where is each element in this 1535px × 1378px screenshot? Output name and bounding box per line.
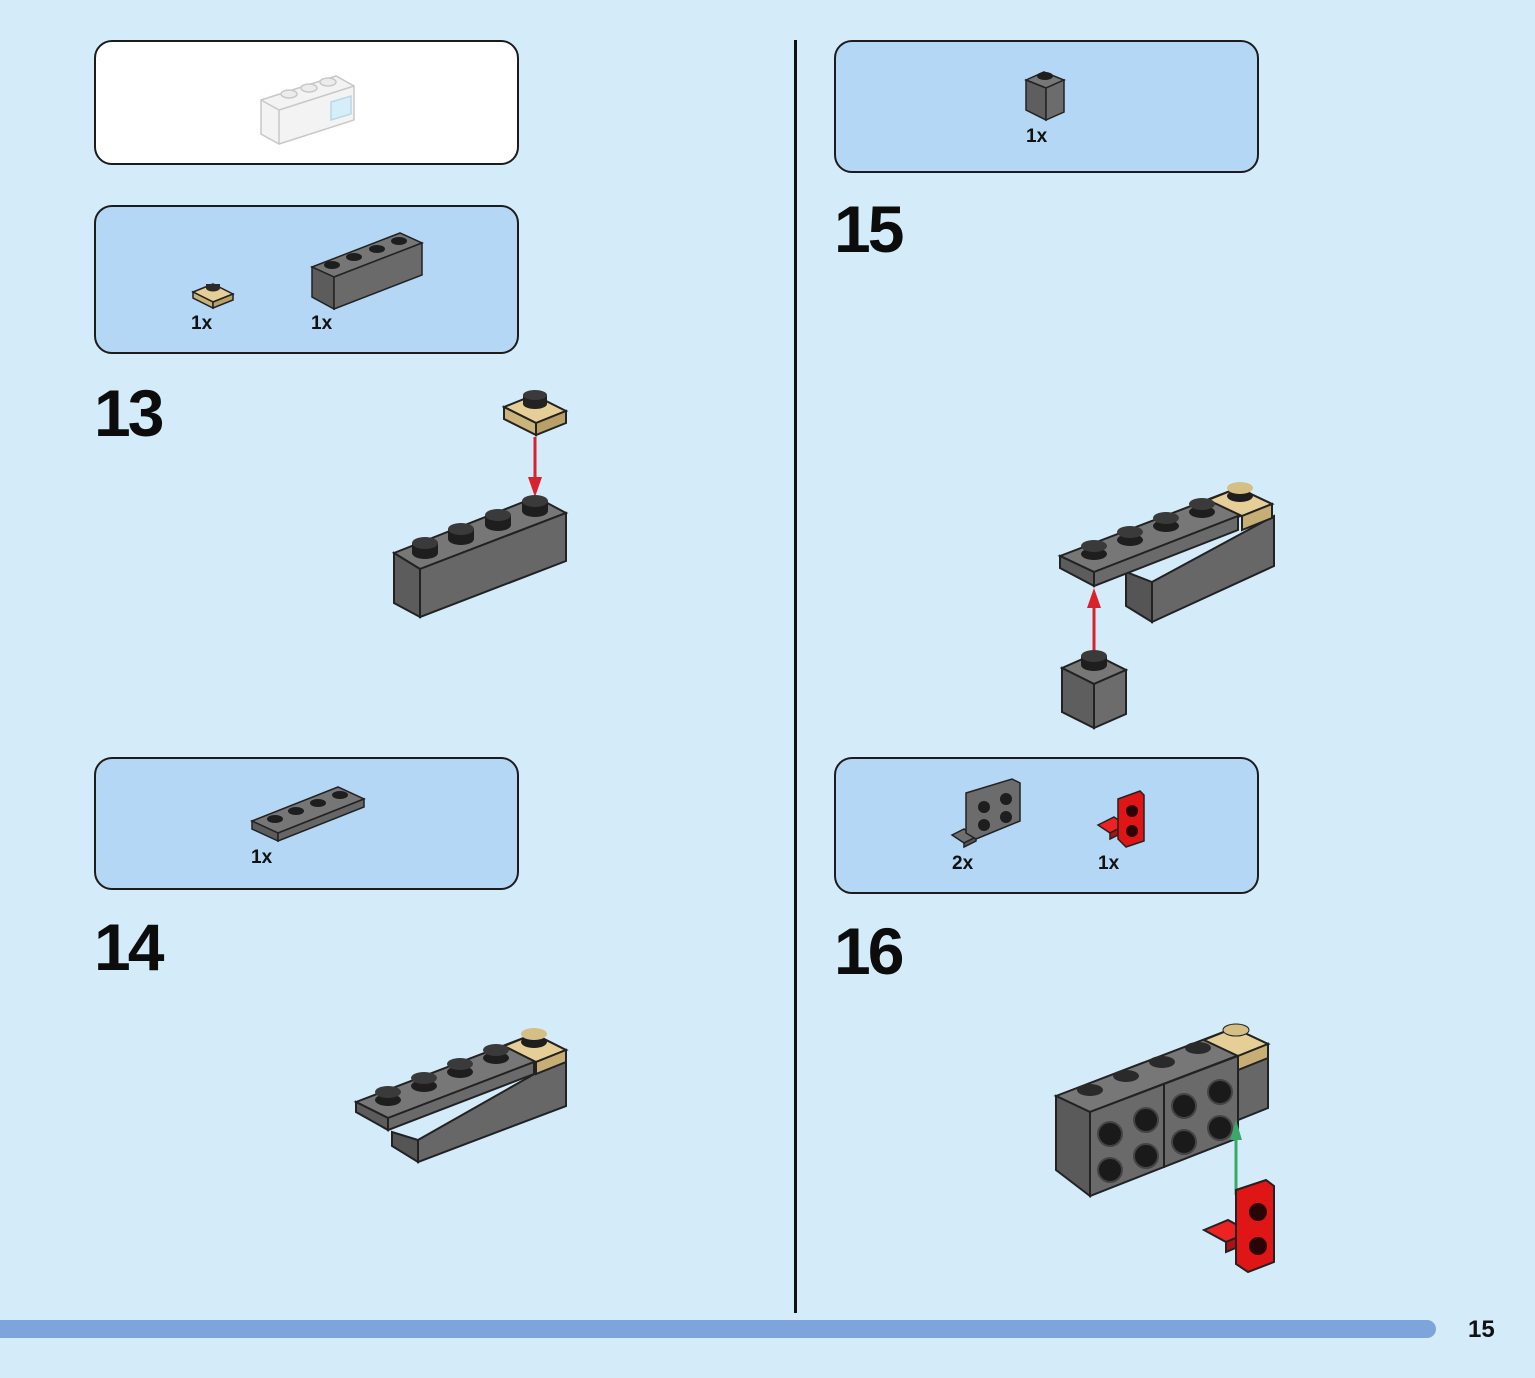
- part-qty: 1x: [1026, 126, 1048, 147]
- dark-grey-brick-1x1-icon: [1059, 650, 1129, 730]
- dark-grey-brick-1x4-icon: [310, 232, 424, 311]
- step-number: 15: [834, 192, 904, 266]
- part-qty: 2x: [952, 853, 974, 874]
- step-number: 14: [94, 910, 164, 984]
- green-arrow-icon: [1230, 1120, 1242, 1195]
- dark-grey-brick-1x4-icon: [391, 495, 569, 619]
- tan-plate-1x1-icon: [191, 283, 235, 310]
- submodel-callout: [94, 40, 519, 165]
- tan-plate-1x1-icon: [501, 390, 569, 437]
- red-bracket-icon: [1201, 1178, 1275, 1274]
- parts-callout-step-13: 1x 1x: [94, 205, 519, 354]
- transparent-brick-icon: [260, 75, 355, 145]
- dark-grey-plate-1x4-icon: [250, 786, 366, 843]
- part-qty: 1x: [1098, 853, 1120, 874]
- parts-callout-step-15: 1x: [834, 40, 1259, 173]
- step-13-illustration: [391, 390, 569, 619]
- parts-callout-step-14: 1x: [94, 757, 519, 890]
- parts-callout-step-16: 2x 1x: [834, 757, 1259, 894]
- dark-grey-brick-1x1-icon: [1024, 71, 1066, 122]
- step-16-illustration: [1053, 1023, 1275, 1274]
- dark-grey-bracket-icon: [950, 778, 1021, 849]
- step-number: 13: [94, 376, 164, 450]
- red-arrow-icon: [528, 437, 542, 497]
- part-qty: 1x: [311, 313, 333, 334]
- part-qty: 1x: [191, 313, 213, 334]
- progress-bar: [0, 1320, 1436, 1338]
- step-14-illustration: [353, 1028, 569, 1164]
- step-15-illustration: [1057, 482, 1275, 730]
- page-number: 15: [1468, 1316, 1495, 1343]
- step-number: 16: [834, 914, 904, 988]
- column-divider: [794, 40, 797, 1313]
- part-qty: 1x: [251, 847, 273, 868]
- red-bracket-icon: [1096, 790, 1145, 848]
- red-arrow-icon: [1087, 588, 1101, 654]
